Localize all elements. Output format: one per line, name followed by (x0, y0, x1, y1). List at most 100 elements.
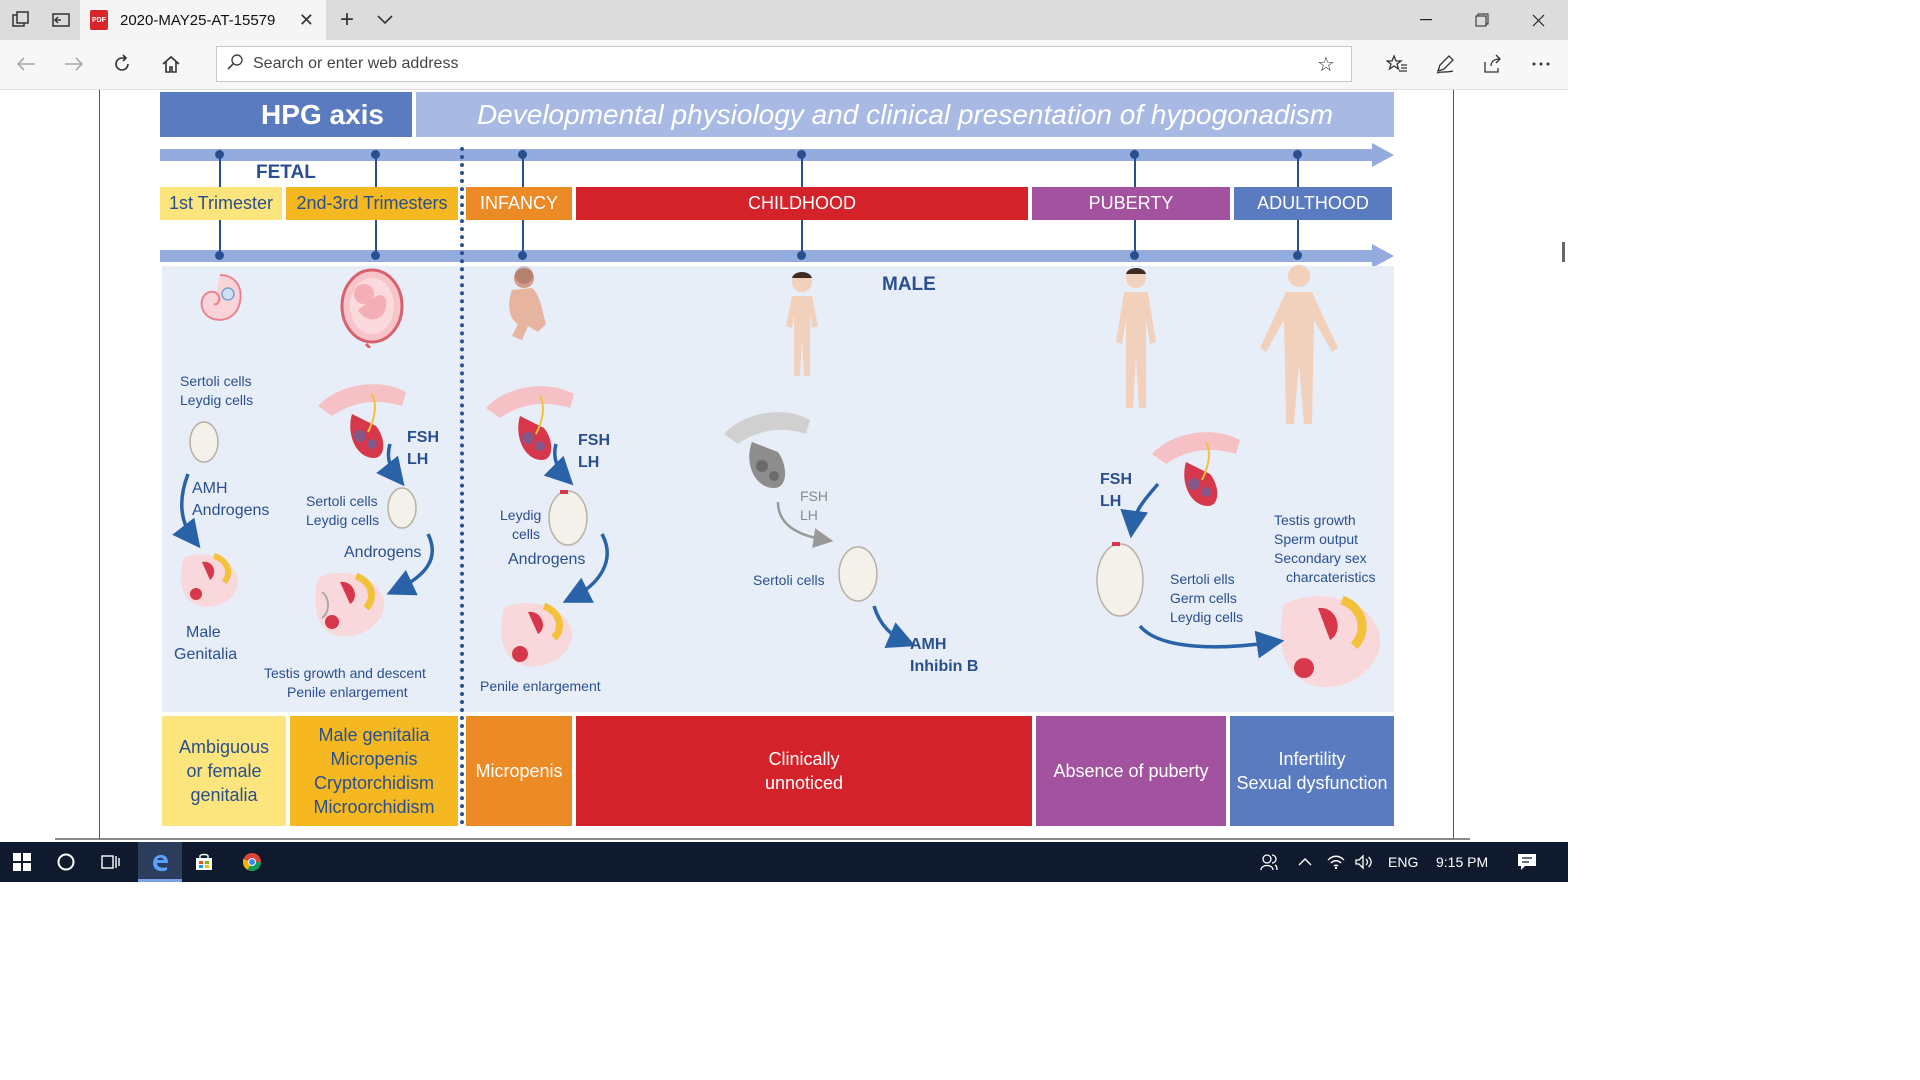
search-cortana-icon[interactable] (44, 842, 88, 882)
back-button[interactable] (2, 40, 50, 88)
forward-button[interactable] (50, 40, 98, 88)
pdf-viewport[interactable]: HPG axis Developmental physiology and cl… (0, 90, 1568, 840)
edge-active-indicator (138, 879, 182, 882)
label-t2-lh: LH (407, 451, 429, 468)
restore-button[interactable] (1454, 0, 1510, 40)
box-micropenis: Micropenis (466, 716, 572, 826)
box-line: or female (186, 761, 262, 781)
fetus-in-womb-icon (340, 268, 404, 348)
language-indicator[interactable]: ENG (1388, 854, 1419, 870)
action-center-icon[interactable] (1508, 842, 1546, 882)
label-t2-leydig: Leydig cells (306, 512, 380, 528)
pdf-icon: PDF (90, 10, 108, 30)
label-adult-secondary-sex: Secondary sex (1274, 550, 1367, 566)
stage-puberty: PUBERTY (1032, 187, 1230, 220)
chevron-up-icon[interactable] (1292, 842, 1318, 882)
page-divider (55, 838, 1470, 840)
testis-icon (189, 421, 219, 463)
hypothalamus-pituitary-icon (318, 384, 406, 458)
store-icon[interactable] (182, 842, 226, 882)
hypothalamus-pituitary-icon (1152, 432, 1240, 506)
timeline-dot (1130, 251, 1139, 260)
volume-icon[interactable] (1350, 842, 1378, 882)
timeline-dot (1293, 251, 1302, 260)
refresh-button[interactable] (98, 40, 146, 88)
label-child-amh: AMH (910, 636, 947, 653)
close-window-button[interactable] (1510, 0, 1566, 40)
box-line: Micropenis (330, 749, 418, 769)
testis-icon (387, 487, 417, 529)
label-male-genitalia-2: Genitalia (174, 646, 238, 663)
people-icon[interactable] (1254, 842, 1284, 882)
share-icon[interactable] (1469, 40, 1517, 88)
stage-childhood: CHILDHOOD (576, 187, 1028, 220)
new-tab-icon[interactable]: + (339, 6, 354, 33)
stage-infancy: INFANCY (466, 187, 572, 220)
notes-pen-icon[interactable] (1421, 40, 1469, 88)
task-view-icon[interactable] (88, 842, 132, 882)
label-testis-growth-descent: Testis growth and descent (264, 665, 426, 681)
label-inf-penile-enlargement: Penile enlargement (480, 678, 601, 694)
scrollbar-thumb[interactable] (1562, 242, 1565, 262)
box-line: Infertility (1278, 749, 1346, 769)
search-icon (217, 53, 253, 76)
label-t1-leydig: Leydig cells (180, 392, 254, 408)
box-line: unnoticed (764, 773, 844, 793)
tab-actions-icon[interactable] (8, 0, 34, 40)
label-t2-sertoli: Sertoli cells (306, 493, 378, 509)
edge-browser-icon[interactable] (138, 842, 182, 882)
favorite-star-icon[interactable]: ☆ (1317, 53, 1335, 76)
active-tab[interactable]: PDF 2020-MAY25-AT-15579 ✕ (80, 0, 326, 40)
timeline-dot (797, 251, 806, 260)
label-pub-leydig: Leydig cells (1170, 609, 1244, 625)
genitalia-icon (501, 602, 573, 667)
wifi-icon[interactable] (1322, 842, 1350, 882)
inactive-pituitary-icon (724, 412, 810, 488)
fetal-label: FETAL (256, 162, 316, 183)
timeline-arrowhead-top (1372, 143, 1394, 167)
clock[interactable]: 9:15 PM (1436, 854, 1489, 870)
label-t2-penile-enlargement: Penile enlargement (287, 684, 408, 700)
child-icon (786, 272, 818, 376)
minimize-button[interactable] (1398, 0, 1454, 40)
label-inf-leydig: Leydig (500, 507, 542, 523)
box-line: Micropenis (475, 761, 563, 781)
taskbar: ENG 9:15 PM (0, 842, 1568, 882)
close-tab-icon[interactable]: ✕ (298, 10, 314, 30)
label-child-lh: LH (800, 507, 818, 523)
label-t1-androgens: Androgens (192, 502, 270, 519)
set-tabs-aside-icon[interactable] (48, 0, 74, 40)
male-label: MALE (882, 274, 936, 295)
genitalia-icon (180, 553, 239, 607)
genitalia-icon (1280, 595, 1381, 688)
more-options-icon[interactable] (1517, 40, 1565, 88)
testis-icon (548, 490, 588, 546)
pdf-page: HPG axis Developmental physiology and cl… (99, 90, 1454, 840)
address-bar[interactable]: ☆ (216, 46, 1352, 82)
box-line: Absence of puberty (1053, 761, 1209, 781)
testis-icon (1096, 542, 1144, 617)
label-t1-sertoli: Sertoli cells (180, 373, 252, 389)
box-line: Sexual dysfunction (1236, 773, 1388, 793)
genitalia-icon (315, 572, 385, 637)
label-pub-sertoli: Sertoli ells (1170, 571, 1235, 587)
chevron-down-icon[interactable] (372, 0, 398, 40)
chrome-icon[interactable] (230, 842, 274, 882)
label-pub-germ: Germ cells (1170, 590, 1237, 606)
label-inf-cells: cells (512, 526, 541, 542)
timeline-dot (1293, 150, 1302, 159)
timeline-dot (1130, 150, 1139, 159)
embryo-icon (200, 274, 242, 321)
favorites-icon[interactable] (1373, 40, 1421, 88)
label-pub-fsh: FSH (1100, 471, 1132, 488)
label-t2-androgens: Androgens (344, 544, 422, 561)
address-input[interactable] (253, 55, 1301, 73)
label-adult-sperm-output: Sperm output (1274, 531, 1359, 547)
windows-start-icon[interactable] (0, 842, 44, 882)
label-inf-fsh: FSH (578, 432, 610, 449)
adult-man-icon (1260, 265, 1338, 424)
home-button[interactable] (147, 40, 195, 88)
label-child-sertoli: Sertoli cells (753, 572, 825, 588)
